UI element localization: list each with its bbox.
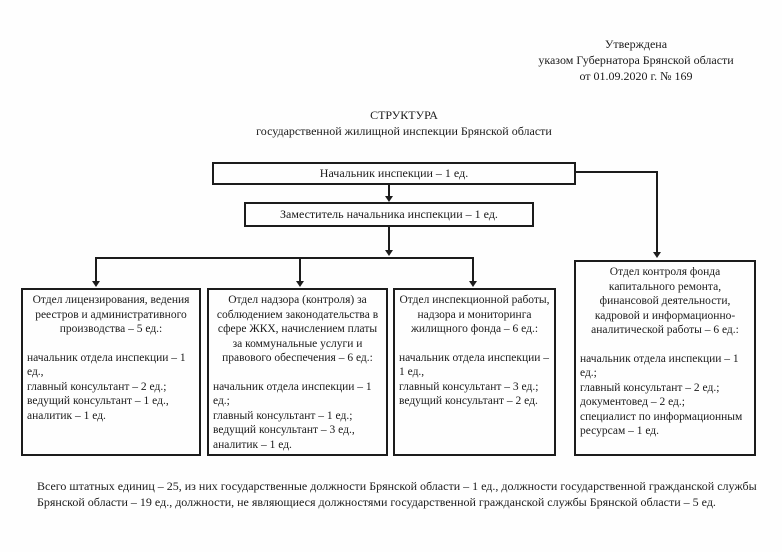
staff-position: начальник отдела инспекции – 1 ед.,: [399, 351, 550, 379]
staff-position: главный консультант – 2 ед.;: [27, 380, 167, 393]
staff-position: главный консультант – 1 ед.;: [213, 409, 353, 422]
approval-block: Утверждена указом Губернатора Брянской о…: [500, 36, 772, 84]
connector-drop-dept2-arrowhead: [296, 281, 304, 287]
staff-position: главный консультант – 2 ед.;: [580, 381, 720, 394]
department-heading: Отдел контроля фонда капитального ремонт…: [591, 266, 739, 336]
connector-chief-to-deputy-line: [388, 184, 390, 197]
connector-drop-dept3-arrowhead: [469, 281, 477, 287]
approval-line-2: указом Губернатора Брянской области: [538, 53, 734, 67]
connector-drop-dept1-line: [95, 258, 97, 281]
staff-position: специалист по информационным ресурсам – …: [580, 410, 743, 438]
approval-line-1: Утверждена: [604, 37, 668, 51]
department-box-supervision: Отдел надзора (контроля) за соблюдением …: [207, 288, 388, 456]
connector-drop-dept2-line: [299, 258, 301, 281]
connector-chief-to-deputy-arrowhead: [385, 196, 393, 202]
page-title-line-1: СТРУКТУРА: [370, 108, 438, 122]
department-staff-list: начальник отдела инспекции – 1 ед.; глав…: [213, 380, 382, 453]
staff-position: ведущий консультант – 2 ед.: [399, 395, 538, 407]
connector-rail-hline: [95, 257, 474, 259]
department-staff-list: начальник отдела инспекции – 1 ед., глав…: [27, 351, 195, 424]
staff-position: начальник отдела инспекции – 1 ед.;: [213, 380, 372, 408]
department-box-capital-repair-control: Отдел контроля фонда капитального ремонт…: [574, 260, 756, 456]
department-box-inspection-work: Отдел инспекционной работы, надзора и мо…: [393, 288, 556, 456]
approval-line-3: от 01.09.2020 г. № 169: [579, 69, 693, 83]
connector-deputy-to-rail-line: [388, 227, 390, 251]
staff-position: аналитик – 1 ед.: [213, 438, 292, 451]
department-box-licensing: Отдел лицензирования, ведения реестров и…: [21, 288, 201, 456]
chief-inspector-box: Начальник инспекции – 1 ед.: [212, 162, 576, 185]
staff-position: начальник отдела инспекции – 1 ед.,: [27, 351, 186, 379]
department-staff-list: начальник отдела инспекции – 1 ед., глав…: [399, 351, 550, 409]
department-heading: Отдел инспекционной работы, надзора и мо…: [399, 294, 550, 335]
staff-position: документовед – 2 ед.;: [580, 396, 685, 408]
staff-position: главный консультант – 3 ед.;: [399, 380, 539, 393]
deputy-chief-box: Заместитель начальника инспекции – 1 ед.: [244, 202, 534, 227]
connector-drop-dept3-line: [472, 258, 474, 281]
connector-chief-to-dept4-arrowhead: [653, 252, 661, 258]
connector-chief-to-dept4-hline: [575, 171, 658, 173]
chief-inspector-label: Начальник инспекции – 1 ед.: [319, 166, 469, 180]
page-title: СТРУКТУРА государственной жилищной инспе…: [112, 107, 696, 139]
staff-position: аналитик – 1 ед.: [27, 409, 106, 422]
department-heading: Отдел надзора (контроля) за соблюдением …: [216, 294, 379, 364]
page-title-line-2: государственной жилищной инспекции Брянс…: [256, 124, 552, 138]
connector-deputy-to-rail-arrowhead: [385, 250, 393, 256]
connector-chief-to-dept4-vline: [656, 171, 658, 253]
staffing-summary-note: Всего штатных единиц – 25, из них госуда…: [37, 479, 757, 509]
connector-drop-dept1-arrowhead: [92, 281, 100, 287]
department-staff-list: начальник отдела инспекции – 1 ед.; глав…: [580, 352, 750, 439]
staff-position: ведущий консультант – 3 ед.,: [213, 424, 355, 436]
staff-position: начальник отдела инспекции – 1 ед.;: [580, 352, 739, 380]
department-heading: Отдел лицензирования, ведения реестров и…: [32, 294, 190, 335]
deputy-chief-label: Заместитель начальника инспекции – 1 ед.: [280, 207, 498, 221]
staff-position: ведущий консультант – 1 ед.,: [27, 395, 169, 407]
